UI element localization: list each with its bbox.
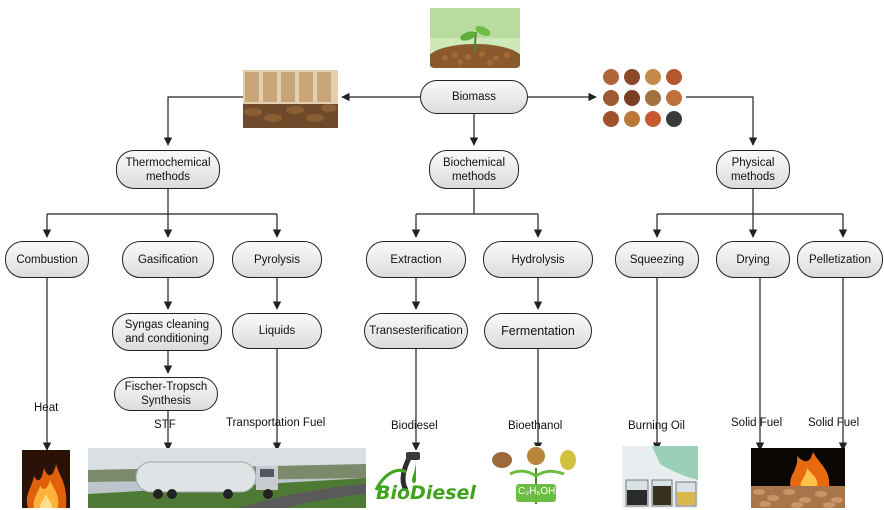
solid-fuel-label-1: Solid Fuel xyxy=(731,417,783,429)
liquids-node: Liquids xyxy=(232,313,322,349)
biomass-node: Biomass xyxy=(420,80,528,114)
biodiesel-logo-text: BioDiesel xyxy=(376,482,476,504)
pelletization-node: Pelletization xyxy=(797,241,883,278)
biodiesel-logo: BioDiesel xyxy=(366,450,484,508)
bioethanol-label: Bioethanol xyxy=(508,420,563,432)
combustion-node: Combustion xyxy=(5,241,89,278)
drying-node: Drying xyxy=(716,241,790,278)
hydrolysis-node: Hydrolysis xyxy=(483,241,593,278)
biochemical-methods-node: Biochemical methods xyxy=(429,150,519,189)
fischer-tropsch-node: Fischer-Tropsch Synthesis xyxy=(114,377,218,411)
biomass-samples-photo xyxy=(600,68,686,128)
fermentation-node: Fermentation xyxy=(484,313,592,349)
bioethanol-illustration: C₂H₅OH xyxy=(488,446,588,508)
stf-label: STF xyxy=(154,419,176,431)
pellets-fire-photo xyxy=(751,448,845,508)
squeezing-node: Squeezing xyxy=(615,241,699,278)
heat-label: Heat xyxy=(34,402,59,414)
ethanol-formula: C₂H₅OH xyxy=(518,486,556,497)
gasification-node: Gasification xyxy=(122,241,214,278)
extraction-node: Extraction xyxy=(366,241,466,278)
transportation-fuel-label: Transportation Fuel xyxy=(226,417,326,429)
fuel-tanker-truck-photo xyxy=(88,448,366,508)
syngas-cleaning-node: Syngas cleaning and conditioning xyxy=(112,313,222,351)
transesterification-node: Transesterification xyxy=(364,313,468,349)
wood-pellets-photo xyxy=(243,70,338,128)
thermochemical-methods-node: Thermochemical methods xyxy=(116,150,220,189)
burning-oil-photo xyxy=(622,446,698,508)
pyrolysis-node: Pyrolysis xyxy=(232,241,322,278)
biodiesel-label: Biodiesel xyxy=(391,420,438,432)
solid-fuel-label-2: Solid Fuel xyxy=(808,417,860,429)
physical-methods-node: Physical methods xyxy=(716,150,790,189)
biomass-seedling-photo xyxy=(430,8,520,68)
burning-oil-label: Burning Oil xyxy=(628,420,685,432)
fire-photo xyxy=(22,450,70,508)
